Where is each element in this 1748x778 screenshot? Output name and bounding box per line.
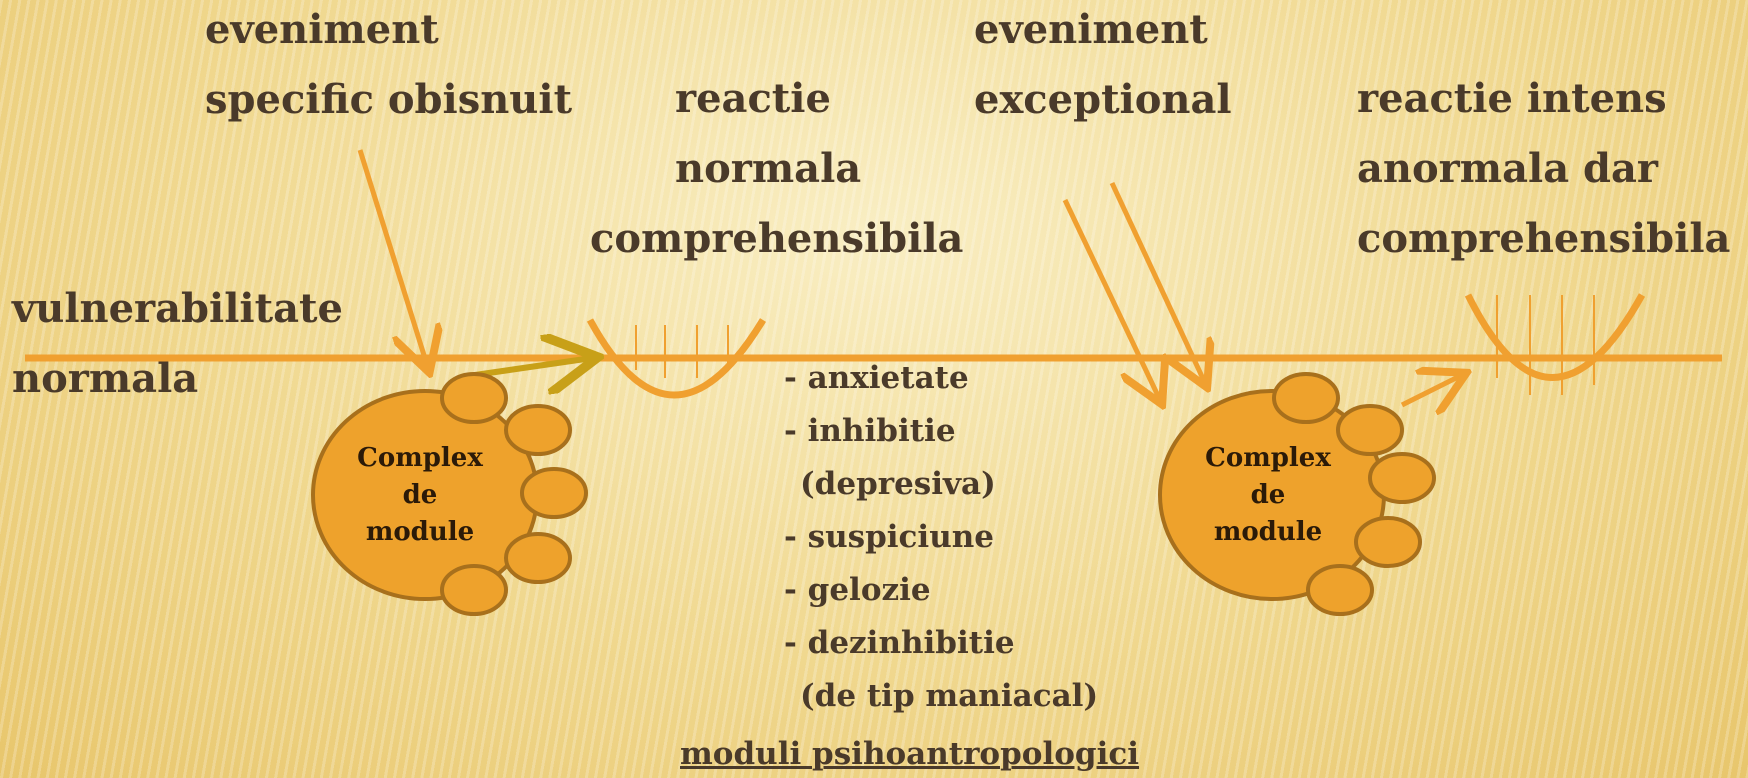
module-cluster-1-label: Complex de module <box>330 440 510 551</box>
cluster-1-line-1: Complex <box>330 440 510 477</box>
reaction-normal-label: reactie normala comprehensibila <box>590 64 963 274</box>
cluster-1-line-2: de <box>330 477 510 514</box>
arrow-event-normal <box>360 150 428 368</box>
event-exceptional-label: eveniment exceptional <box>974 0 1232 135</box>
reaction-normal-line-2: normala <box>590 134 963 204</box>
event-normal-label: eveniment specific obisnuit <box>205 0 572 135</box>
module-item-disinhibition: - dezinhibitie <box>784 617 1098 670</box>
reaction-normal-ticks <box>636 325 728 378</box>
event-normal-line-2: specific obisnuit <box>205 65 572 135</box>
cluster-2-line-2: de <box>1178 477 1358 514</box>
module-item-anxiety: - anxietate <box>784 352 1098 405</box>
arrow-cluster-to-intense <box>1402 375 1462 405</box>
reaction-normal-line-1: reactie <box>590 64 963 134</box>
vulnerability-line-2: normala <box>12 344 343 414</box>
module-item-jealousy: - gelozie <box>784 564 1098 617</box>
cluster-2-line-1: Complex <box>1178 440 1358 477</box>
vulnerability-line-1: vulnerabilitate <box>12 274 343 344</box>
event-exceptional-line-2: exceptional <box>974 65 1232 135</box>
reaction-intense-line-2: anormala dar <box>1357 134 1730 204</box>
cluster-1-line-3: module <box>330 514 510 551</box>
reaction-intense-line-3: comprehensibila <box>1357 204 1730 274</box>
arrow-event-exceptional-2 <box>1112 183 1205 383</box>
reaction-intense-label: reactie intens anormala dar comprehensib… <box>1357 64 1730 274</box>
event-exceptional-line-1: eveniment <box>974 0 1232 65</box>
module-item-disinhibition-detail: (de tip maniacal) <box>784 670 1098 723</box>
vulnerability-label: vulnerabilitate normala <box>12 274 343 414</box>
module-item-inhibition: - inhibitie <box>784 405 1098 458</box>
cluster-2-line-3: module <box>1178 514 1358 551</box>
module-item-inhibition-detail: (depresiva) <box>784 458 1098 511</box>
module-list: - anxietate - inhibitie (depresiva) - su… <box>784 352 1098 723</box>
reaction-intense-curve <box>1468 295 1642 378</box>
event-normal-line-1: eveniment <box>205 0 572 65</box>
reaction-normal-line-3: comprehensibila <box>590 204 963 274</box>
module-item-suspicion: - suspiciune <box>784 511 1098 564</box>
module-cluster-2-label: Complex de module <box>1178 440 1358 551</box>
reaction-intense-line-1: reactie intens <box>1357 64 1730 134</box>
footer-title: moduli psihoantropologici <box>680 736 1139 772</box>
